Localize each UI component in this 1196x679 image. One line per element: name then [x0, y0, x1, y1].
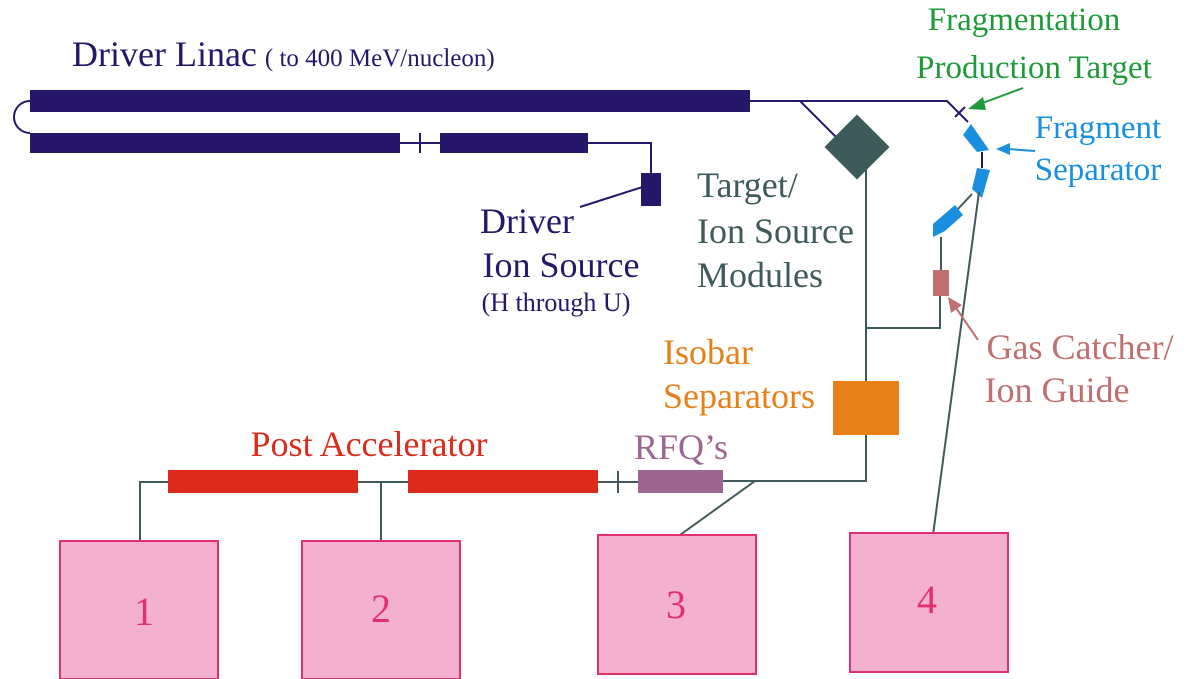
fragmentation-label-2: Production Target	[916, 50, 1152, 86]
line-to-area-3	[679, 480, 756, 536]
fragment-separator-arrow-head	[996, 143, 1010, 155]
isobar-separator-block	[833, 381, 899, 435]
area-4-box	[849, 532, 1009, 673]
rfq-label: RFQ’s	[634, 427, 728, 467]
driver-ion-source-arrow-head	[646, 177, 660, 190]
fragment-target-arrow-head	[968, 97, 986, 110]
target-modules-label-1: Target/	[697, 165, 798, 205]
gas-catcher-block	[933, 270, 949, 296]
driver-linac	[13, 90, 750, 206]
gas-catcher-label-2: Ion Guide	[985, 370, 1130, 410]
area-2-label: 2	[371, 586, 391, 631]
target-modules-label-2: Ion Source	[697, 211, 854, 251]
driver-linac-main: Driver Linac	[72, 34, 257, 74]
isobar-label-1: Isobar	[663, 332, 753, 372]
area-3-label: 3	[666, 582, 686, 627]
driver-ion-source-label-2: Ion Source	[483, 245, 640, 285]
driver-ion-source-label-1: Driver	[480, 201, 574, 241]
linac-lower-segment-1	[30, 133, 400, 153]
arrows	[579, 87, 1036, 341]
rfq-block	[638, 470, 723, 493]
driver-ion-source-label-3: (H through U)	[482, 288, 631, 317]
driver-linac-title: Driver Linac ( to 400 MeV/nucleon)	[72, 34, 495, 74]
gas-catcher-label-1: Gas Catcher/	[987, 327, 1174, 367]
target-modules-label-3: Modules	[697, 255, 823, 295]
line-to-area-4	[932, 191, 980, 536]
line-to-area-1	[139, 481, 168, 540]
separator-magnet-3	[933, 205, 963, 237]
area-2-box	[301, 540, 461, 679]
isobar-label-2: Separators	[663, 376, 815, 416]
driver-ion-source-arrow-line	[579, 183, 653, 208]
isobar-to-rfq-line	[723, 435, 867, 482]
driver-ion-source-block	[641, 173, 661, 206]
separator-magnet-2	[972, 168, 990, 198]
linac-lower-segment-2	[440, 133, 588, 153]
experimental-areas: 1 2 3 4	[59, 532, 1009, 679]
fragment-separator	[933, 124, 990, 270]
separator-magnet-1	[963, 124, 989, 152]
gas-catcher-arrow-line	[953, 304, 979, 341]
linac-upper-segment	[30, 90, 750, 112]
area-1-box	[59, 540, 219, 679]
area-1-label: 1	[134, 589, 154, 634]
post-acc-segment-2	[408, 470, 598, 493]
post-acc-segment-1	[168, 470, 358, 493]
fragment-separator-arrow-line	[1007, 148, 1036, 152]
post-accelerator-label: Post Accelerator	[251, 424, 488, 464]
area-4-label: 4	[917, 577, 937, 622]
fragmentation-label-1: Fragmentation	[928, 2, 1120, 38]
beamline-to-fragment-target	[750, 100, 969, 123]
area-3-box	[597, 534, 757, 675]
driver-linac-sub: ( to 400 MeV/nucleon)	[265, 45, 495, 72]
fragment-separator-label-1: Fragment	[1035, 110, 1161, 146]
post-accelerator	[139, 470, 723, 540]
gas-catcher-link-line	[866, 294, 941, 329]
linac-return-loop	[13, 100, 31, 134]
production-target-mark	[954, 106, 966, 118]
separator-link-2	[956, 193, 973, 211]
target-module-diamond	[824, 114, 890, 180]
fragment-separator-label-2: Separator	[1035, 152, 1161, 188]
gas-catcher-arrow-head	[948, 297, 962, 313]
beamline-to-target-modules	[799, 100, 839, 140]
fragment-target-arrow-line	[979, 87, 1024, 105]
ion-source-feed-line	[588, 142, 652, 174]
